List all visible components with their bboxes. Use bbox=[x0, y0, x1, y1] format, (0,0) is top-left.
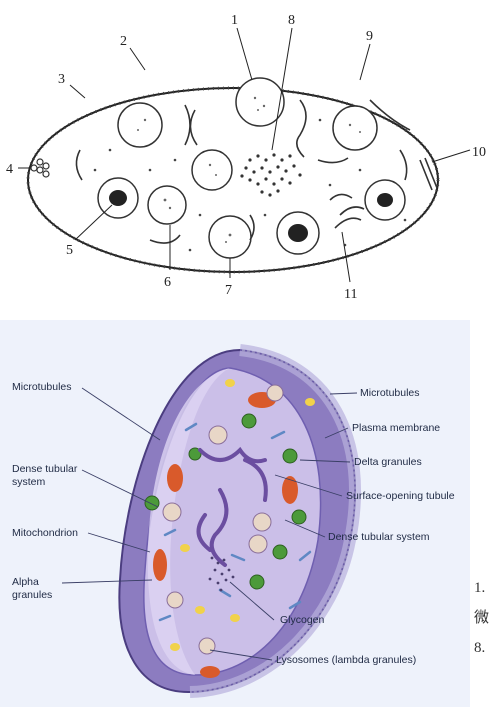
label-dense-tubular-2: system bbox=[12, 476, 46, 488]
label-alpha-2: granules bbox=[12, 589, 52, 601]
label-10: 10 bbox=[472, 145, 486, 160]
label-6: 6 bbox=[164, 275, 171, 290]
label-8: 8 bbox=[288, 13, 295, 28]
label-5: 5 bbox=[66, 243, 73, 258]
platelet-3d-illustration: Microtubules Dense tubular system Mitoch… bbox=[0, 320, 492, 707]
side-text-3: 8. bbox=[474, 640, 485, 656]
label-plasma-membrane: Plasma membrane bbox=[352, 422, 440, 434]
label-4: 4 bbox=[6, 162, 13, 177]
platelet-line-diagram: 1 2 3 4 5 6 7 8 9 10 11 bbox=[0, 0, 492, 300]
label-dense-tubular-1: Dense tubular bbox=[12, 463, 78, 475]
label-microtubules-right: Microtubules bbox=[360, 387, 420, 399]
label-11: 11 bbox=[344, 287, 357, 300]
label-glycogen: Glycogen bbox=[280, 614, 325, 626]
label-3: 3 bbox=[58, 72, 65, 87]
label-surface-opening-tubule: Surface-opening tubule bbox=[346, 490, 455, 502]
label-1: 1 bbox=[231, 13, 238, 28]
side-text-2: 微 bbox=[474, 609, 489, 626]
label-7: 7 bbox=[225, 283, 232, 298]
label-2: 2 bbox=[120, 34, 127, 49]
label-alpha-1: Alpha bbox=[12, 576, 39, 588]
label-lysosomes: Lysosomes (lambda granules) bbox=[276, 654, 416, 666]
label-mitochondrion: Mitochondrion bbox=[12, 527, 78, 539]
side-text-1: 1. bbox=[474, 580, 485, 596]
label-9: 9 bbox=[366, 29, 373, 44]
label-microtubules-left: Microtubules bbox=[12, 381, 72, 393]
label-dense-tubular-right: Dense tubular system bbox=[328, 531, 430, 543]
label-delta-granules: Delta granules bbox=[354, 456, 422, 468]
